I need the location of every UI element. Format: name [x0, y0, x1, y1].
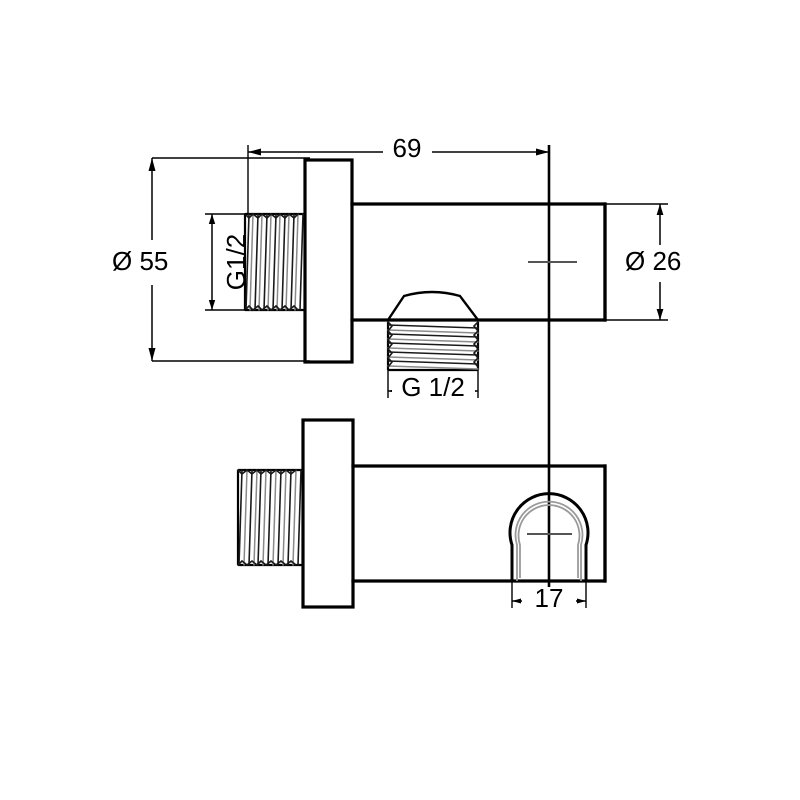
inlet-thread-top-view — [243, 212, 305, 312]
arrowhead-69-left — [248, 148, 261, 156]
outlet-socket-bottom-view — [508, 492, 590, 581]
flange-plate-top-view — [303, 158, 354, 364]
outlet-shoulder — [386, 290, 480, 322]
arrowhead-g12-bottom — [208, 300, 216, 310]
arrowhead-69-right — [536, 148, 549, 156]
flange-plate-bottom-view — [301, 418, 355, 609]
dimension-label-thread-g12-inlet: G1/2 — [221, 234, 251, 290]
arrowhead-17-left — [512, 598, 521, 604]
arrowhead-17-right — [577, 598, 586, 604]
socket-inner-arc-2 — [517, 504, 581, 578]
bottom-view-group: 17 — [236, 418, 607, 614]
arrowhead-g12-top — [208, 214, 216, 224]
arrowhead-55-top — [148, 158, 156, 171]
arrowhead-55-bottom — [148, 348, 156, 361]
socket-inner-arc — [514, 500, 584, 581]
outlet-thread-top-view — [386, 290, 480, 372]
arrowhead-26-bottom — [656, 309, 664, 320]
inlet-thread-bottom-view — [236, 468, 303, 567]
inlet-thread-dimension: G1/2 — [205, 213, 251, 311]
arrowhead-26-top — [656, 204, 664, 215]
dimension-label-thread-g12-outlet: G 1/2 — [401, 372, 465, 402]
dimension-label-diameter-26: Ø 26 — [625, 246, 681, 276]
width-17-dimension: 17 — [511, 581, 587, 614]
top-view-group: Ø 55 69 — [112, 133, 681, 602]
outlet-thread-dimension: G 1/2 — [387, 370, 479, 402]
socket-outer-arc — [508, 492, 590, 581]
dimension-label-length-69: 69 — [393, 133, 422, 163]
diameter-26-dimension: Ø 26 — [605, 203, 681, 321]
dimension-label-width-17: 17 — [535, 583, 564, 613]
dimension-label-diameter-55: Ø 55 — [112, 246, 168, 276]
